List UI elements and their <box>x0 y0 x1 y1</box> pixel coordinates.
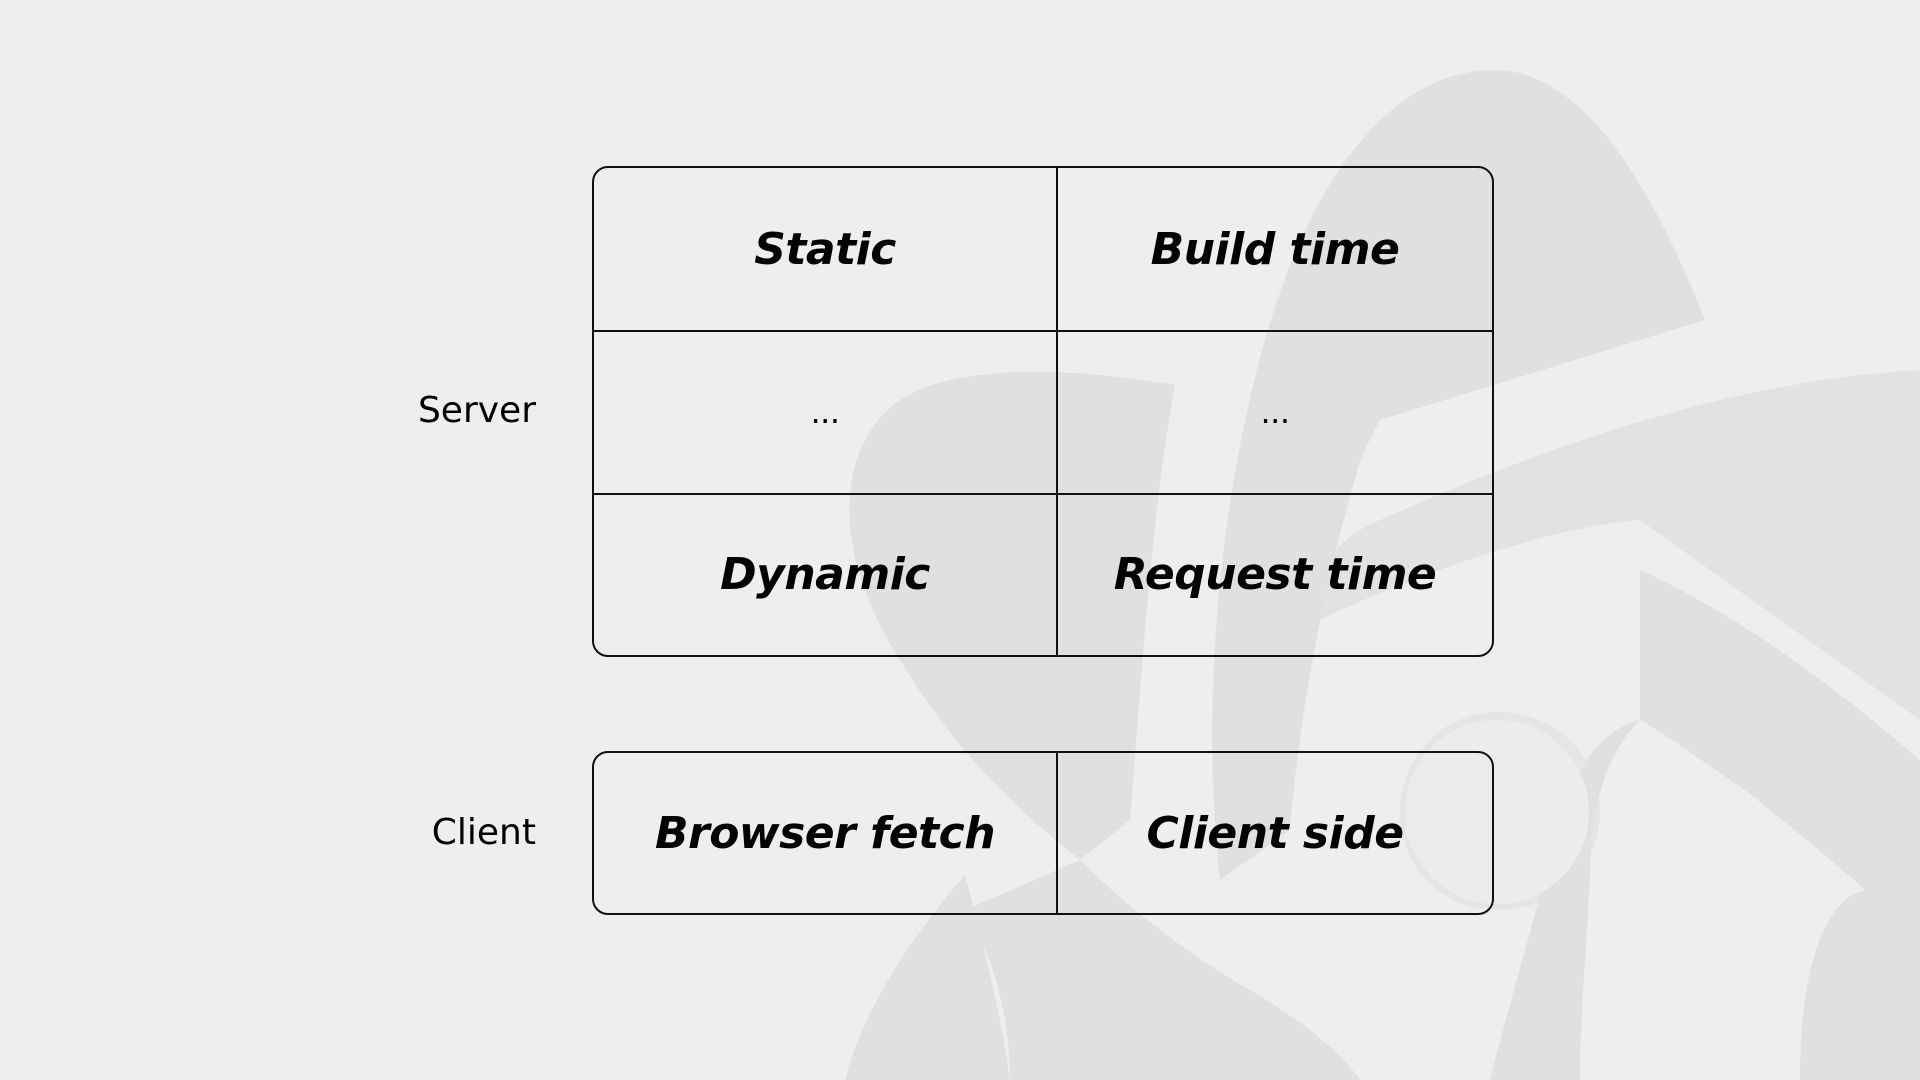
cell-client-side: Client side <box>1146 807 1404 859</box>
client-table: Browser fetch Client side <box>592 751 1494 915</box>
cell-browser-fetch: Browser fetch <box>594 753 1058 913</box>
cell-build-time: Build time <box>1150 223 1400 275</box>
cell-static-ellipsis: ... <box>594 330 1058 493</box>
cell-static: Static <box>594 168 1058 331</box>
cell-dynamic: Dynamic <box>594 492 1058 655</box>
server-row-label: Server <box>417 390 536 431</box>
cell-request-time: Request time <box>1058 492 1492 655</box>
server-table: Static Build time ... ... Dynamic Reques… <box>592 166 1494 657</box>
client-row-label: Client <box>431 812 536 853</box>
cell-build-time-ellipsis: ... <box>1058 330 1492 492</box>
